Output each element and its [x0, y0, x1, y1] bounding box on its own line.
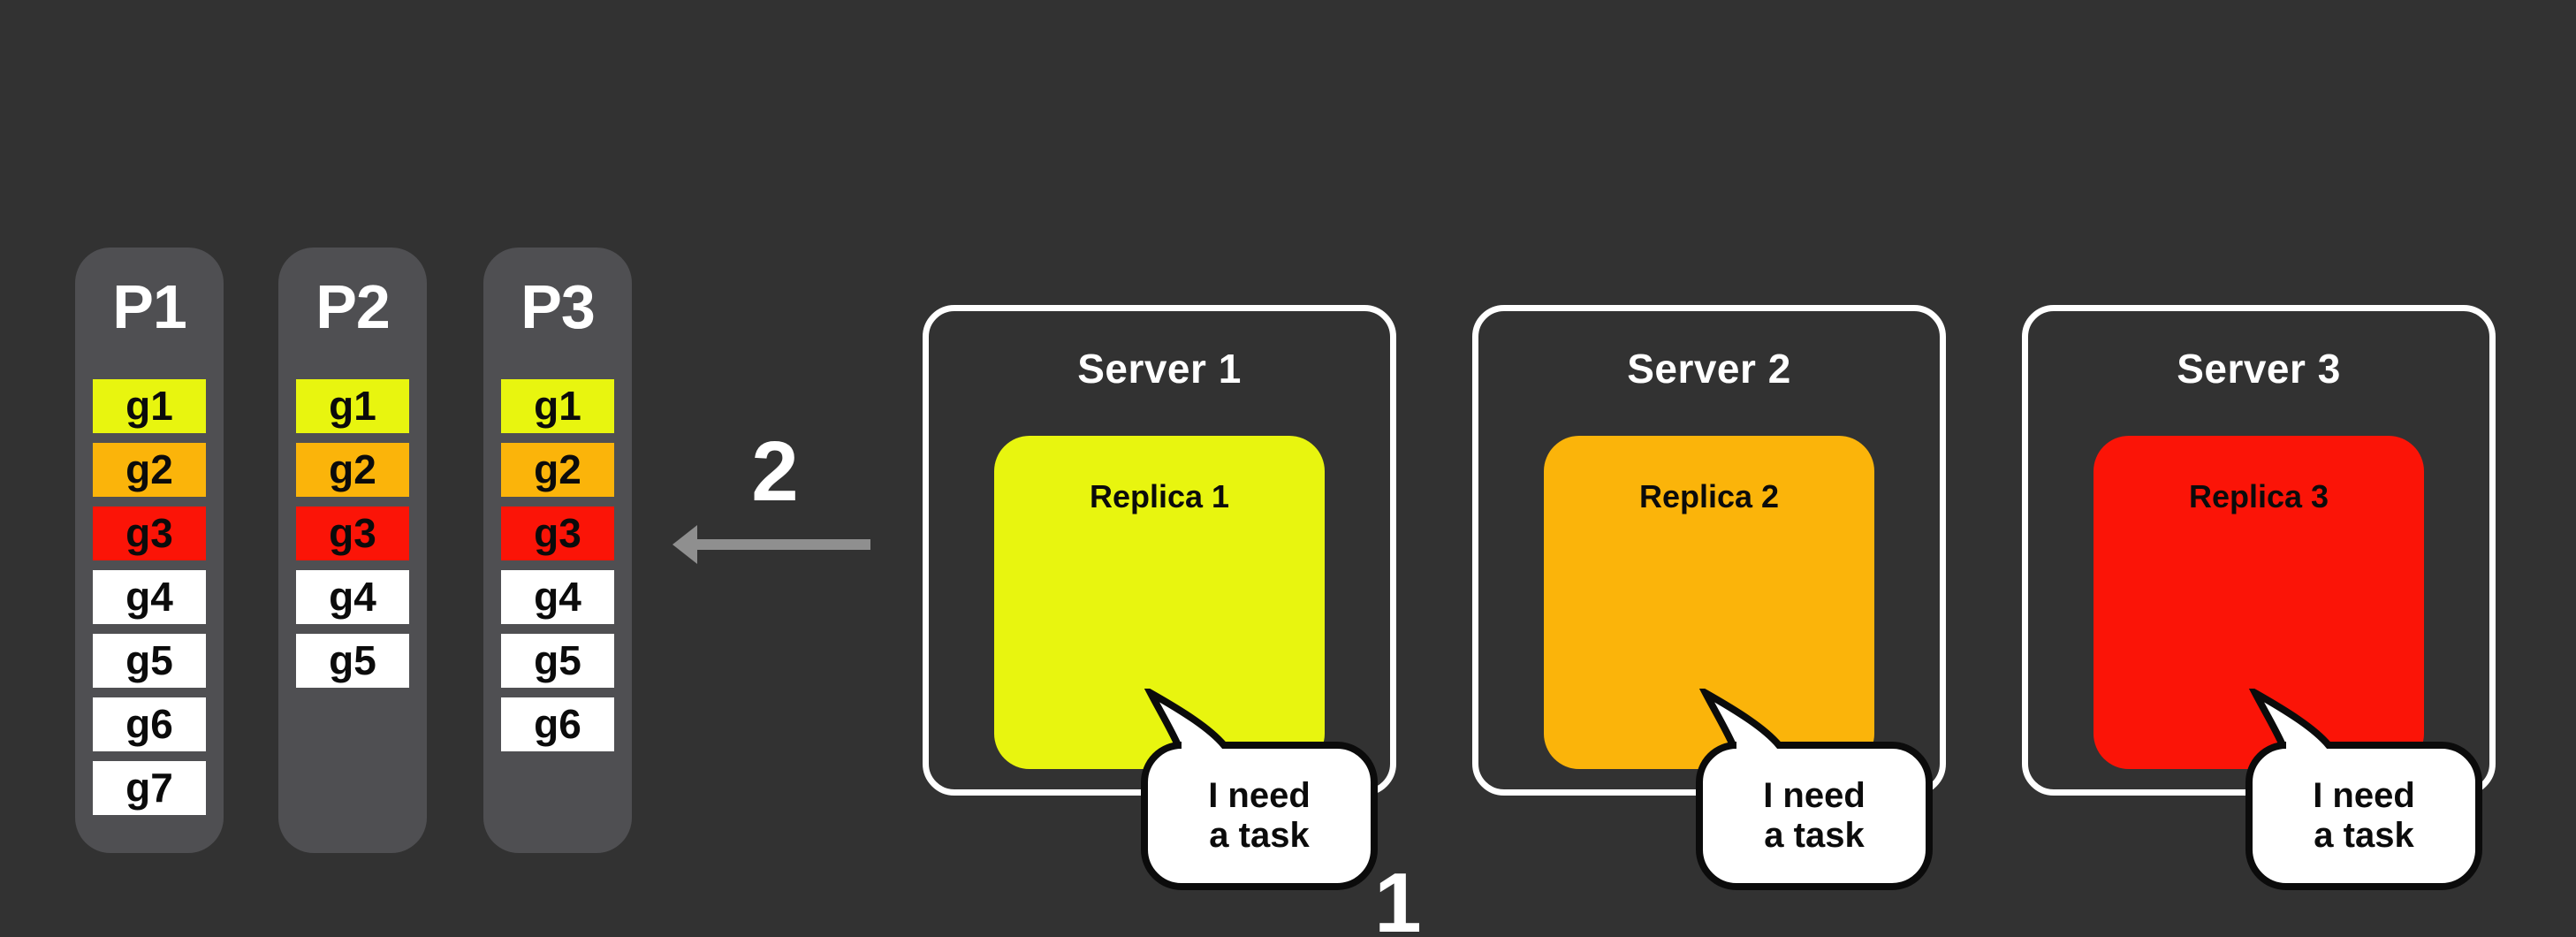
- partition-title: P1: [112, 272, 187, 341]
- task-chip: g6: [93, 697, 206, 751]
- task-chip: g2: [296, 443, 409, 497]
- replica-title: Replica 3: [2188, 478, 2329, 514]
- replica-title: Replica 2: [1638, 478, 1780, 514]
- task-list: g1 g2 g3 g4 g5: [278, 379, 427, 697]
- bubble-line: I need: [1208, 776, 1311, 815]
- task-chip: g5: [501, 634, 614, 688]
- task-chip: g7: [93, 761, 206, 815]
- task-chip: g3: [501, 507, 614, 560]
- task-chip: g3: [93, 507, 206, 560]
- bubble-line: I need: [2313, 776, 2415, 815]
- task-list: g1 g2 g3 g4 g5 g6 g7: [75, 379, 224, 825]
- partition-title: P2: [315, 272, 391, 341]
- task-chip: g4: [93, 570, 206, 624]
- task-chip: g1: [93, 379, 206, 433]
- arrow-left-icon: [672, 525, 870, 564]
- server-3-box: Server 3 Replica 3: [2022, 305, 2496, 796]
- replica-3-box: Replica 3: [2093, 436, 2424, 769]
- server-title: Server 1: [1077, 346, 1242, 392]
- task-chip: g1: [296, 379, 409, 433]
- bubble-text: I need a task: [1144, 745, 1374, 887]
- server-title: Server 2: [1627, 346, 1791, 392]
- partition-panel-p1: P1 g1 g2 g3 g4 g5 g6 g7: [75, 248, 224, 853]
- speech-bubble-server-3: I need a task: [2244, 689, 2491, 897]
- bubble-line: I need: [1763, 776, 1866, 815]
- bubble-line: a task: [1764, 816, 1865, 855]
- task-chip: g4: [296, 570, 409, 624]
- replica-title: Replica 1: [1089, 478, 1230, 514]
- task-chip: g1: [501, 379, 614, 433]
- bubble-text: I need a task: [1699, 745, 1929, 887]
- partition-panel-p3: P3 g1 g2 g3 g4 g5 g6: [483, 248, 632, 853]
- task-chip: g2: [501, 443, 614, 497]
- replica-2-box: Replica 2: [1544, 436, 1874, 769]
- speech-bubble-server-2: I need a task: [1694, 689, 1941, 897]
- bubble-text: I need a task: [2249, 745, 2479, 887]
- speech-bubble-shape: [1141, 689, 1378, 890]
- task-chip: g6: [501, 697, 614, 751]
- step-2-label: 2: [751, 424, 799, 519]
- bubble-line: a task: [1209, 816, 1310, 855]
- speech-bubble-shape: [2245, 689, 2482, 890]
- partition-panel-p2: P2 g1 g2 g3 g4 g5: [278, 248, 427, 853]
- speech-bubble-server-1: I need a task: [1139, 689, 1387, 897]
- task-chip: g3: [296, 507, 409, 560]
- task-list: g1 g2 g3 g4 g5 g6: [483, 379, 632, 761]
- task-chip: g5: [93, 634, 206, 688]
- step-1-label: 1: [1374, 856, 1422, 937]
- task-chip: g4: [501, 570, 614, 624]
- speech-bubble-shape: [1696, 689, 1933, 890]
- bubble-line: a task: [2314, 816, 2414, 855]
- server-title: Server 3: [2177, 346, 2341, 392]
- task-chip: g2: [93, 443, 206, 497]
- server-2-box: Server 2 Replica 2: [1472, 305, 1946, 796]
- task-chip: g5: [296, 634, 409, 688]
- partition-title: P3: [521, 272, 596, 341]
